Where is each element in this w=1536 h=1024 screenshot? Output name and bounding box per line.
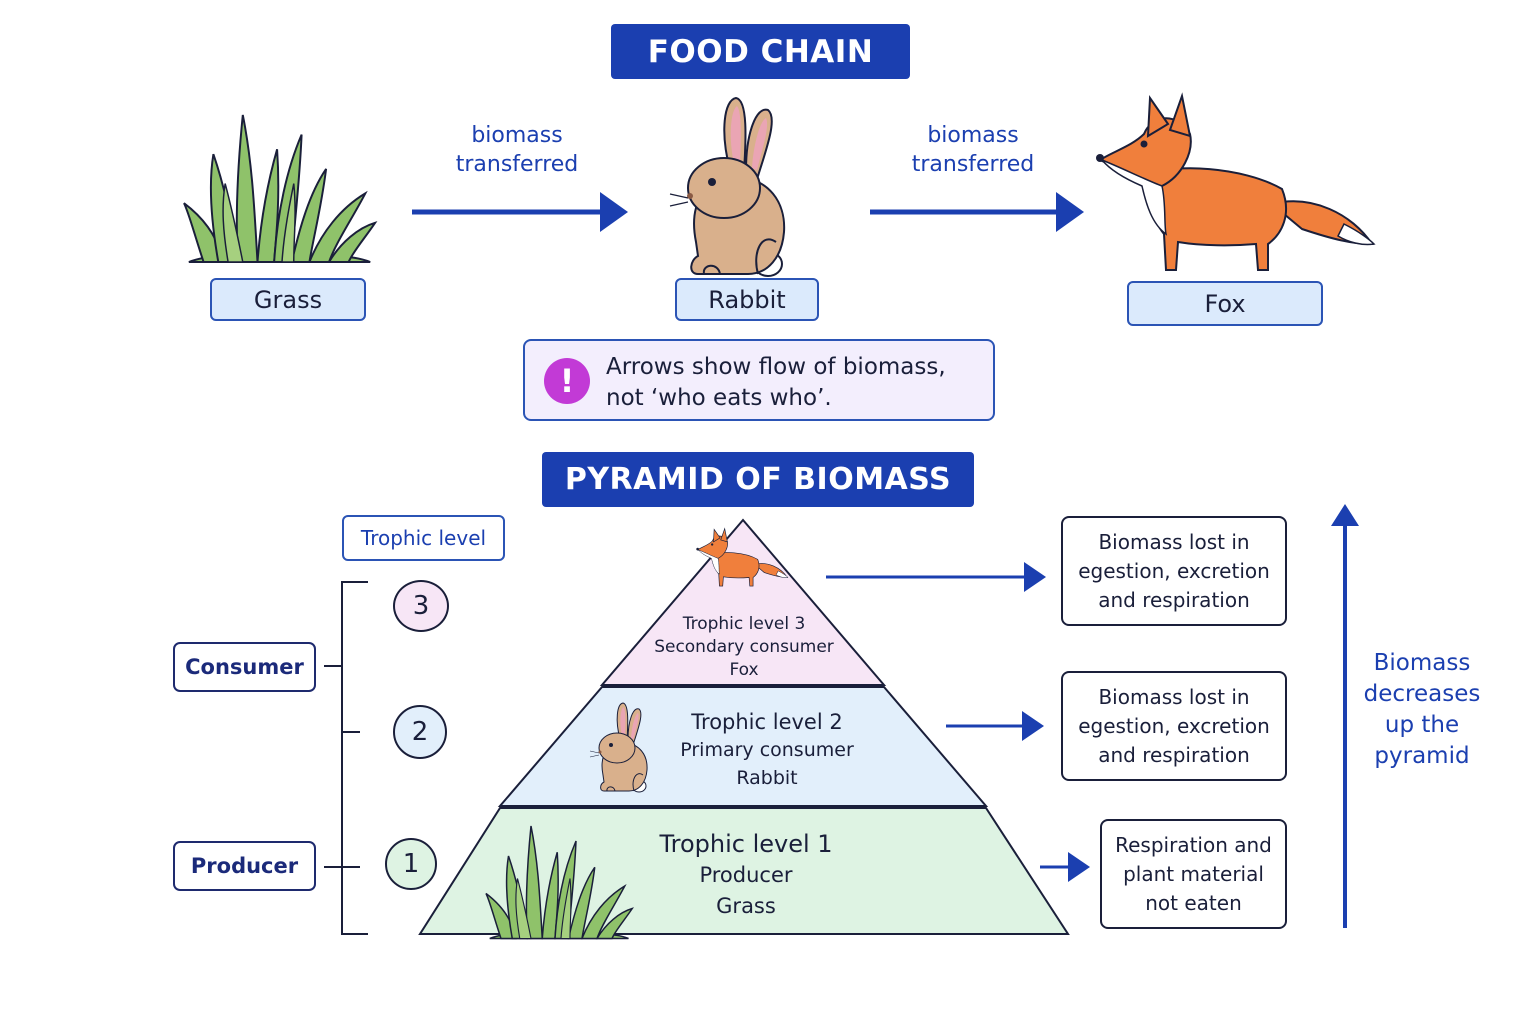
tier-3-organism: Fox <box>729 660 759 680</box>
grass-icon <box>183 114 377 263</box>
trend-line3: up the <box>1384 712 1460 738</box>
biomass-flow-note: ! Arrows show flow of biomass, not ‘who … <box>523 339 995 421</box>
arrow-label-rabbit-to-fox: biomass transferred <box>888 121 1058 179</box>
biomass-trend-arrow <box>1331 504 1359 928</box>
tier-3-title: Trophic level 3 <box>682 614 806 634</box>
loss-arrow-level-3 <box>826 562 1046 592</box>
trophic-number-2: 2 <box>393 705 447 759</box>
loss-3-line1: Biomass lost in <box>1098 529 1250 554</box>
loss-1-line1: Respiration and <box>1115 832 1272 857</box>
tier-2-organism: Rabbit <box>736 767 798 789</box>
trend-line2: decreases <box>1363 681 1481 707</box>
loss-2-line2: egestion, excretion <box>1078 713 1270 738</box>
trophic-number-1: 1 <box>385 838 437 890</box>
loss-3-line3: and respiration <box>1098 587 1250 612</box>
arrow-label-line1: biomass <box>471 123 563 148</box>
loss-1-line2: plant material <box>1123 861 1264 886</box>
trophic-bracket <box>324 581 368 935</box>
trophic-number-3: 3 <box>393 580 449 632</box>
tier-2-role: Primary consumer <box>680 739 854 761</box>
loss-box-level-3: Biomass lost in egestion, excretion and … <box>1061 516 1287 626</box>
producer-label: Producer <box>173 841 316 891</box>
fox-label: Fox <box>1127 281 1323 326</box>
arrow-label-line2: transferred <box>911 152 1035 177</box>
tier-1-title: Trophic level 1 <box>659 830 833 858</box>
pyramid-tier-3 <box>599 518 887 686</box>
trend-line1: Biomass <box>1373 650 1471 676</box>
loss-arrow-level-2 <box>946 711 1044 741</box>
trend-line4: pyramid <box>1374 743 1470 769</box>
loss-2-line3: and respiration <box>1098 742 1250 767</box>
arrow-label-line2: transferred <box>455 152 579 177</box>
note-line1: Arrows show flow of biomass, <box>606 354 946 380</box>
biomass-arrow-grass-to-rabbit <box>412 192 628 232</box>
loss-1-line3: not eaten <box>1145 890 1242 915</box>
consumer-label: Consumer <box>173 642 316 692</box>
loss-box-level-1: Respiration and plant material not eaten <box>1100 819 1287 929</box>
grass-label: Grass <box>210 278 366 321</box>
arrow-label-grass-to-rabbit: biomass transferred <box>432 121 602 179</box>
loss-arrow-level-1 <box>1040 852 1090 882</box>
loss-box-level-2: Biomass lost in egestion, excretion and … <box>1061 671 1287 781</box>
tier-1-role: Producer <box>699 863 793 887</box>
loss-2-line1: Biomass lost in <box>1098 684 1250 709</box>
arrow-label-line1: biomass <box>927 123 1019 148</box>
exclamation-icon: ! <box>544 358 590 404</box>
pyramid-title: PYRAMID OF BIOMASS <box>542 452 974 507</box>
trophic-level-label: Trophic level <box>342 515 505 561</box>
tier-2-title: Trophic level 2 <box>691 710 843 734</box>
rabbit-icon <box>669 97 786 277</box>
tier-2-text: Trophic level 2 Primary consumer Rabbit <box>662 708 872 792</box>
food-chain-title: FOOD CHAIN <box>611 24 910 79</box>
rabbit-label: Rabbit <box>675 278 819 321</box>
tier-1-organism: Grass <box>716 894 776 918</box>
biomass-arrow-rabbit-to-fox <box>870 192 1084 232</box>
biomass-trend-label: Biomass decreases up the pyramid <box>1356 648 1488 772</box>
loss-3-line2: egestion, excretion <box>1078 558 1270 583</box>
fox-icon <box>1095 95 1375 271</box>
tier-3-role: Secondary consumer <box>654 637 834 657</box>
tier-1-text: Trophic level 1 Producer Grass <box>640 829 852 922</box>
note-text: Arrows show flow of biomass, not ‘who ea… <box>606 352 991 414</box>
note-line2: not ‘who eats who’. <box>606 385 832 411</box>
tier-3-text: Trophic level 3 Secondary consumer Fox <box>643 613 845 682</box>
